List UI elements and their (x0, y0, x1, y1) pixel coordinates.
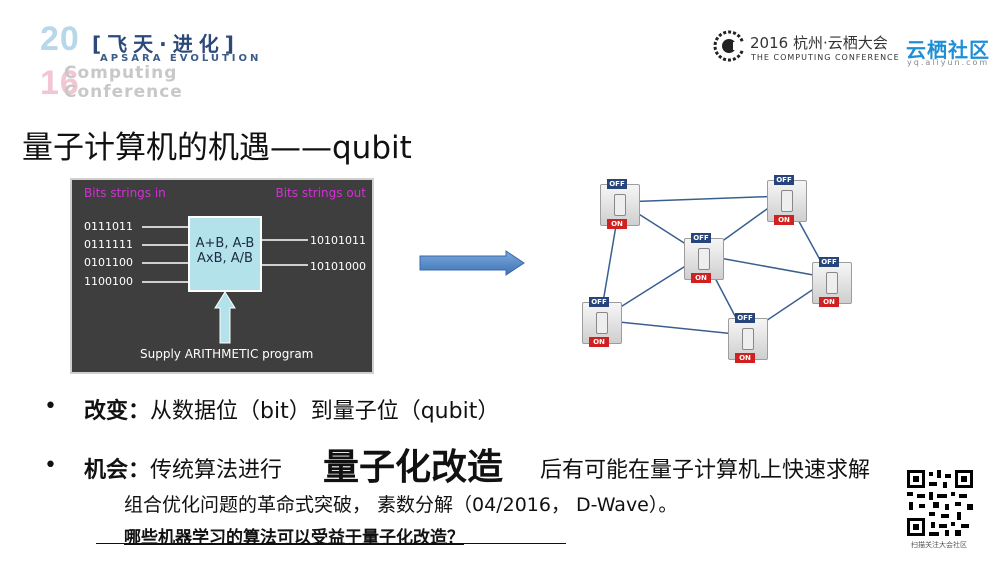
diagram-lines (142, 226, 308, 344)
arithmetic-box: A+B, A-B AxB, A/B (188, 216, 262, 292)
switch-toggle-icon (596, 312, 608, 334)
evolution-title-text: [飞天·进化] (92, 32, 240, 56)
sub-point-breakthrough: 组合优化问题的革命式突破， 素数分解（04/2016， D-Wave）。 (124, 494, 678, 516)
input-bits-0: 0111011 (84, 220, 133, 233)
switch-3: OFF ON (684, 233, 724, 283)
bits-diagram-panel: Bits strings in Bits strings out 0111011… (70, 178, 374, 374)
bits-out-label: Bits strings out (275, 186, 366, 200)
output-bits-1: 10101000 (310, 260, 366, 273)
conference-text: Conference (64, 82, 183, 102)
switch-off-tag: OFF (819, 257, 839, 267)
output-bits-0: 10101011 (310, 234, 366, 247)
question-rule (96, 543, 566, 544)
qr-caption: 扫描关注大会社区 (911, 541, 967, 549)
input-bits-2: 0101100 (84, 256, 133, 269)
switch-2: OFF ON (767, 175, 807, 225)
year-bottom: 16 (40, 64, 80, 102)
evolution-sub: APSARA EVOLUTION (100, 53, 262, 64)
year-top: 20 (40, 20, 80, 58)
right-arrow-icon (419, 250, 525, 276)
slide-title: 量子计算机的机遇——qubit (22, 130, 412, 166)
computing-text: Computing (64, 63, 178, 83)
switch-6: OFF ON (728, 313, 768, 363)
qr-code-icon (905, 468, 975, 538)
switch-1: OFF ON (600, 179, 640, 229)
supply-program-label: Supply ARITHMETIC program (140, 347, 314, 361)
switch-4: OFF ON (812, 257, 852, 307)
switch-toggle-icon (698, 248, 710, 270)
bullet-change-key: 改变： (84, 399, 151, 424)
ops-line1: A+B, A-B (195, 236, 255, 251)
input-bits-1: 0111111 (84, 238, 133, 251)
input-bits-3: 1100100 (84, 275, 133, 288)
conference-title: 2016 杭州·云栖大会 (750, 34, 888, 52)
switch-on-tag: ON (774, 215, 794, 225)
brand-name: 云栖社区 (906, 38, 990, 62)
switch-off-tag: OFF (607, 179, 627, 189)
bullet-opportunity-key: 机会： (84, 458, 151, 483)
conference-sub: THE COMPUTING CONFERENCE (751, 53, 900, 62)
switch-on-tag: ON (735, 353, 755, 363)
switch-toggle-icon (826, 272, 838, 294)
ops-line2: AxB, A/B (197, 251, 253, 266)
switch-off-tag: OFF (774, 175, 794, 185)
bullet-dot-icon: • (44, 453, 57, 478)
bullet-dot-icon: • (44, 394, 57, 419)
switch-on-tag: ON (819, 297, 839, 307)
bullet-change: 改变：从数据位（bit）到量子位（qubit） (84, 393, 499, 425)
switch-5: OFF ON (582, 297, 622, 347)
bullet-opportunity: 机会：传统算法进行 (84, 452, 282, 484)
switch-on-tag: ON (691, 273, 711, 283)
switch-on-tag: ON (589, 337, 609, 347)
evolution-title: [飞天·进化] (92, 28, 240, 57)
switch-on-tag: ON (607, 219, 627, 229)
quantum-transform-highlight: 量子化改造 (323, 447, 504, 488)
switch-toggle-icon (742, 328, 754, 350)
bullet-opportunity-rest: 后有可能在量子计算机上快速求解 (540, 458, 871, 483)
bits-in-label: Bits strings in (84, 186, 166, 200)
switch-toggle-icon (614, 194, 626, 216)
switch-off-tag: OFF (589, 297, 609, 307)
bullet-change-text: 从数据位（bit）到量子位（qubit） (150, 399, 500, 424)
bullet-opportunity-text: 传统算法进行 (150, 458, 283, 483)
conference-logo-icon (713, 30, 745, 62)
switch-off-tag: OFF (735, 313, 755, 323)
question-text: 哪些机器学习的算法可以受益于量子化改造？ (124, 528, 464, 548)
brand-url: yq.aliyun.com (907, 58, 990, 67)
switch-toggle-icon (781, 190, 793, 212)
switch-off-tag: OFF (691, 233, 711, 243)
